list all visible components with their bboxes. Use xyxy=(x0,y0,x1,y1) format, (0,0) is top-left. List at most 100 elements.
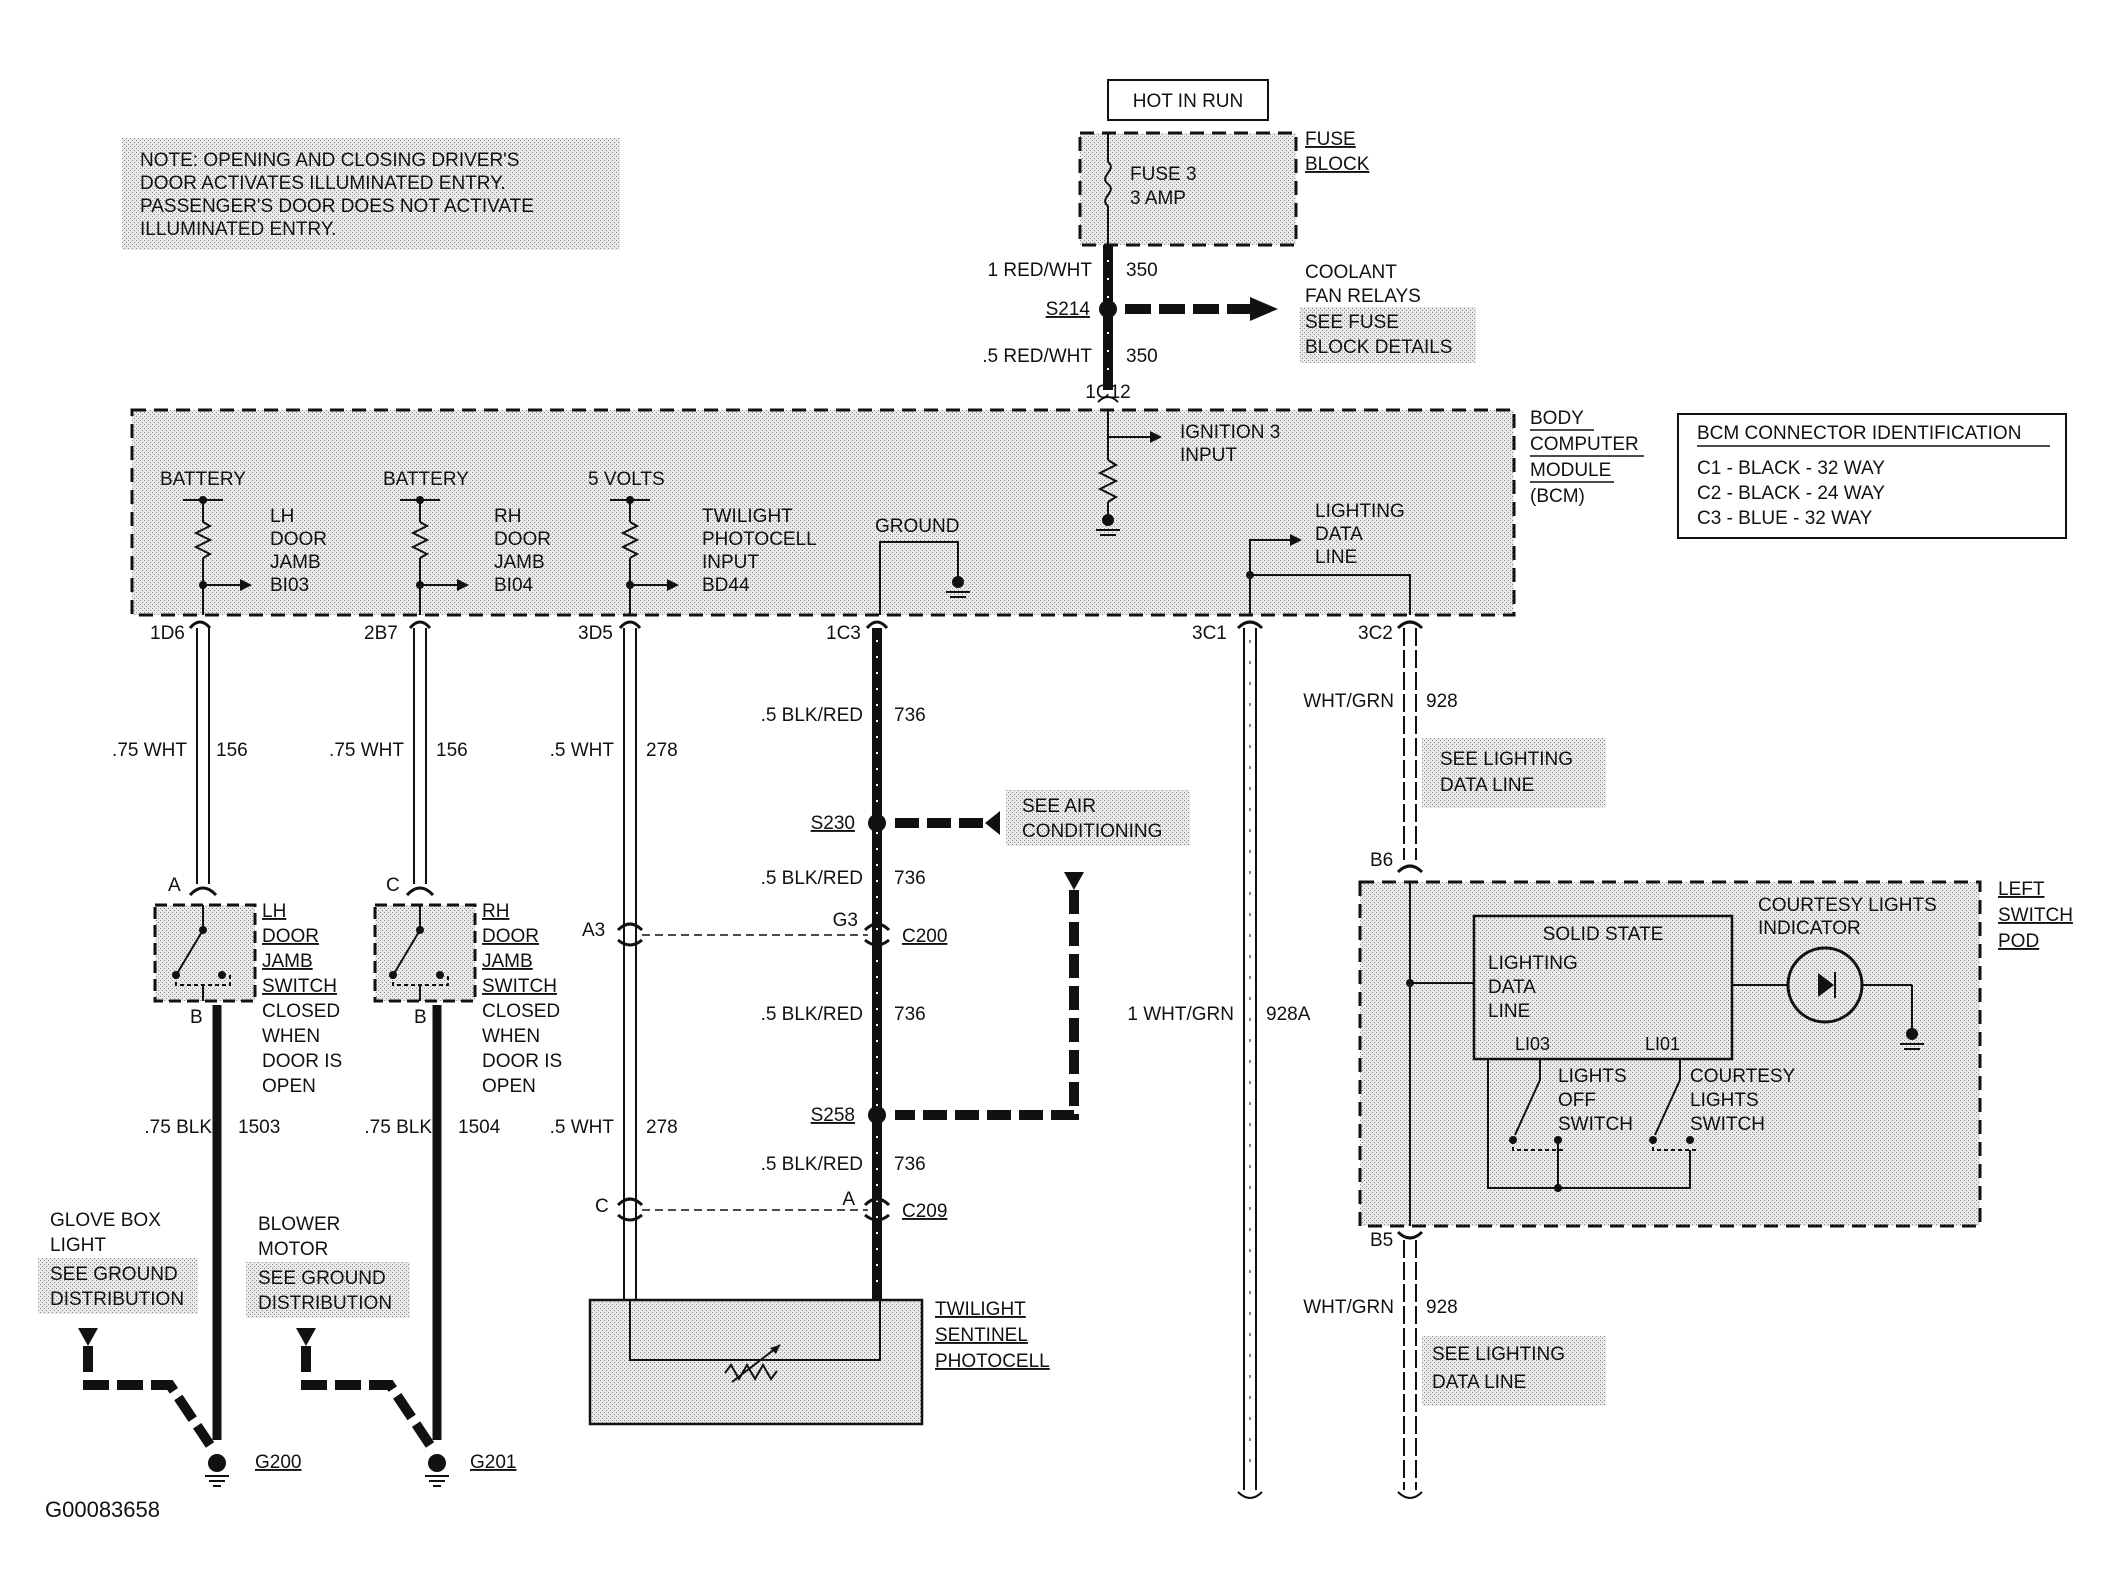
wire-4d-circuit: 736 xyxy=(894,1154,926,1175)
volts-label: 5 VOLTS xyxy=(588,469,665,490)
connector-c200: C200 xyxy=(902,926,947,947)
coolant-label-4: BLOCK DETAILS xyxy=(1305,337,1452,358)
lh-switch-2: DOOR xyxy=(262,926,319,947)
coolant-label-3: SEE FUSE xyxy=(1305,312,1399,333)
blower-label-1: BLOWER xyxy=(258,1214,340,1235)
feed-lower-circuit: 350 xyxy=(1126,346,1158,367)
connector-a: A xyxy=(842,1189,855,1210)
rh-input-2: DOOR xyxy=(494,529,551,550)
connector-b5: B5 xyxy=(1370,1230,1393,1251)
rh-switch-3: JAMB xyxy=(482,951,533,972)
wire-2-label: .75 WHT xyxy=(329,740,404,761)
glove-box-light: GLOVE BOX LIGHT SEE GROUND DISTRIBUTION xyxy=(38,1210,215,1448)
wire-5-circuit: 928A xyxy=(1266,1004,1311,1025)
twilight-label-1: TWILIGHT xyxy=(935,1299,1026,1320)
wire-7-label: .75 BLK xyxy=(144,1117,212,1138)
pin-3c1: 3C1 xyxy=(1192,623,1227,644)
glove-label-3: SEE GROUND xyxy=(50,1264,178,1285)
wire-7-circuit: 1503 xyxy=(238,1117,280,1138)
twilight-input-2: PHOTOCELL xyxy=(702,529,817,550)
wire-736: .5 BLK/RED 736 S230 .5 BLK/RED 736 G3 C2… xyxy=(761,628,947,1300)
pin-1c3: 1C3 xyxy=(826,623,861,644)
lighting-label-1: LIGHTING xyxy=(1315,501,1405,522)
splice-s230: S230 xyxy=(811,813,855,834)
glove-label-2: LIGHT xyxy=(50,1235,106,1256)
note-line-1: NOTE: OPENING AND CLOSING DRIVER'S xyxy=(140,150,519,171)
bcm-module: BODY COMPUTER MODULE (BCM) IGNITION 3 IN… xyxy=(130,408,1644,617)
resistor-icon xyxy=(1097,459,1119,503)
rh-switch-8: OPEN xyxy=(482,1076,536,1097)
lh-switch-6: WHEN xyxy=(262,1026,320,1047)
courtesy-switch-2: LIGHTS xyxy=(1690,1090,1759,1111)
rh-input-4: BI04 xyxy=(494,575,534,596)
twilight-sentinel-photocell: TWILIGHT SENTINEL PHOTOCELL xyxy=(588,1298,1050,1426)
courtesy-indicator-2: INDICATOR xyxy=(1758,918,1861,939)
solid-state-module xyxy=(1472,914,1734,1061)
hot-in-run-text: HOT IN RUN xyxy=(1133,91,1243,112)
bcm-title-1: BODY xyxy=(1530,408,1584,429)
solid-state-label: SOLID STATE xyxy=(1543,924,1664,945)
connector-id-row-3: C3 - BLUE - 32 WAY xyxy=(1697,508,1873,529)
wire-928a: 1 WHT/GRN 928A xyxy=(1127,628,1311,1499)
wire-4c-label: .5 BLK/RED xyxy=(761,1004,863,1025)
wire-4c-circuit: 736 xyxy=(894,1004,926,1025)
lh-switch-4: SWITCH xyxy=(262,976,337,997)
blower-label-4: DISTRIBUTION xyxy=(258,1293,392,1314)
coolant-label-1: COOLANT xyxy=(1305,262,1397,283)
arrow-right-icon xyxy=(1150,431,1162,443)
wire-2-circuit: 156 xyxy=(436,740,468,761)
feed-wire: 1 RED/WHT 350 S214 .5 RED/WHT 350 1C12 xyxy=(982,245,1158,403)
wire-1503: .75 BLK 1503 G200 xyxy=(144,1005,301,1487)
wire-1504: .75 BLK 1504 G201 xyxy=(364,1005,516,1487)
lh-switch-7: DOOR IS xyxy=(262,1051,342,1072)
courtesy-indicator-1: COURTESY LIGHTS xyxy=(1758,895,1937,916)
fuse-name: FUSE 3 xyxy=(1130,164,1197,185)
fuse-block-label-2: BLOCK xyxy=(1305,154,1370,175)
see-lighting-2b: DATA LINE xyxy=(1432,1372,1526,1393)
wire-4b-circuit: 736 xyxy=(894,868,926,889)
lights-off-3: SWITCH xyxy=(1558,1114,1633,1135)
rh-door-jamb-switch: RH DOOR JAMB SWITCH CLOSED WHEN DOOR IS … xyxy=(373,901,562,1097)
wire-928-upper: WHT/GRN 928 SEE LIGHTING DATA LINE B6 xyxy=(1303,628,1606,874)
see-lighting-1b: DATA LINE xyxy=(1440,775,1534,796)
ground-g201: G201 xyxy=(470,1452,516,1473)
blower-motor: BLOWER MOTOR SEE GROUND DISTRIBUTION xyxy=(246,1214,435,1448)
wire-3-circuit: 278 xyxy=(646,740,678,761)
arrow-right-icon xyxy=(240,579,252,591)
arrow-left-icon xyxy=(985,811,1000,835)
wire-8-circuit: 1504 xyxy=(458,1117,501,1138)
wire-928-lower: B5 WHT/GRN 928 SEE LIGHTING DATA LINE xyxy=(1303,1230,1606,1499)
connector-g3: G3 xyxy=(833,910,858,931)
ldl-label-2: DATA xyxy=(1488,977,1536,998)
lh-input-1: LH xyxy=(270,506,294,527)
rh-switch-pin-b: B xyxy=(414,1007,427,1028)
arrow-right-icon xyxy=(667,579,679,591)
ldl-label-1: LIGHTING xyxy=(1488,953,1578,974)
note-box: NOTE: OPENING AND CLOSING DRIVER'S DOOR … xyxy=(122,138,620,250)
twilight-label-3: PHOTOCELL xyxy=(935,1351,1050,1372)
air-cond-1: SEE AIR xyxy=(1022,796,1096,817)
ground-g200: G200 xyxy=(255,1452,301,1473)
note-line-3: PASSENGER'S DOOR DOES NOT ACTIVATE xyxy=(140,196,534,217)
twilight-label-2: SENTINEL xyxy=(935,1325,1028,1346)
resistor-icon xyxy=(410,521,430,559)
pod-title-2: SWITCH xyxy=(1998,905,2073,926)
figure-id: G00083658 xyxy=(45,1497,160,1522)
note-line-4: ILLUMINATED ENTRY. xyxy=(140,219,336,240)
blower-label-2: MOTOR xyxy=(258,1239,328,1260)
connector-b6: B6 xyxy=(1370,850,1393,871)
pin-2b7: 2B7 xyxy=(364,623,398,644)
rh-input-3: JAMB xyxy=(494,552,545,573)
lh-switch-pin-b: B xyxy=(190,1007,203,1028)
splice-s214-label: S214 xyxy=(1046,299,1091,320)
wire-4a-circuit: 736 xyxy=(894,705,926,726)
feed-upper-wire: 1 RED/WHT xyxy=(988,260,1093,281)
twilight-input-1: TWILIGHT xyxy=(702,506,793,527)
rh-switch-2: DOOR xyxy=(482,926,539,947)
arrow-down-icon xyxy=(78,1328,98,1346)
pod-title-3: POD xyxy=(1998,931,2039,952)
pin-3d5: 3D5 xyxy=(578,623,613,644)
air-cond-2: CONDITIONING xyxy=(1022,821,1162,842)
splice-s258: S258 xyxy=(811,1105,855,1126)
arrow-right-icon xyxy=(1250,297,1278,321)
